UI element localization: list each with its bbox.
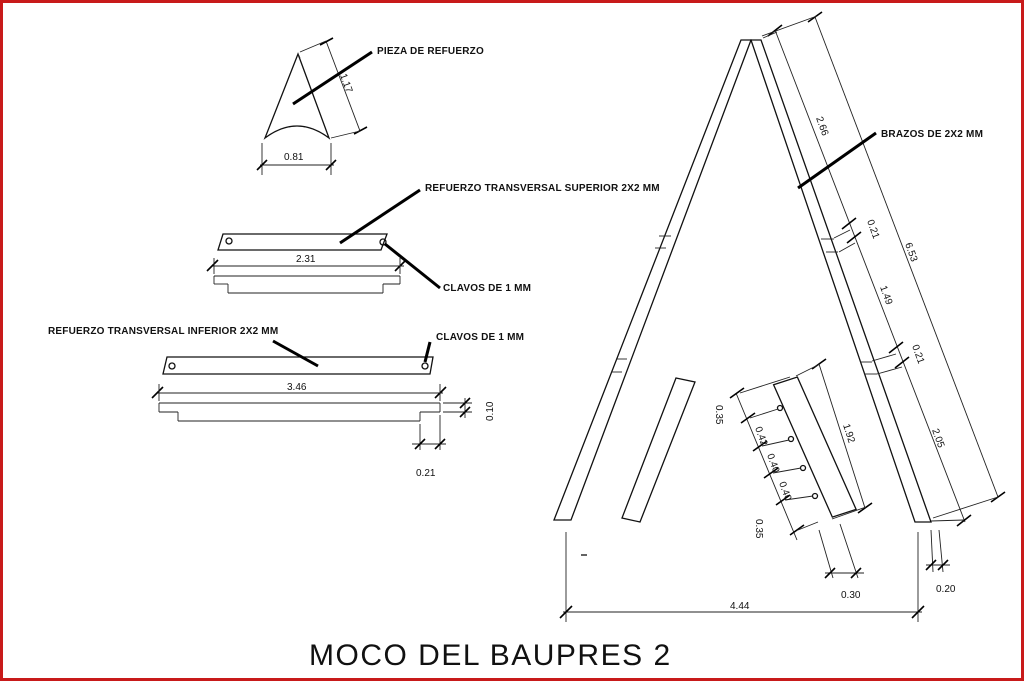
dim-superior-length: 2.31 (296, 254, 316, 265)
label-refuerzo-inferior: REFUERZO TRANSVERSAL INFERIOR 2X2 MM (48, 326, 278, 337)
dim-inferior-length: 3.46 (287, 382, 307, 393)
dim-strip-end-top: 0.35 (713, 405, 724, 425)
arm-dimension-chain: 2.66 0.21 1.49 0.21 2.05 (762, 24, 972, 527)
label-clavos-inferior: CLAVOS DE 1 MM (436, 332, 524, 343)
dim-brazo-mid: 1.49 (877, 284, 894, 306)
dim-brazo-gap-1: 0.21 (864, 218, 881, 240)
dim-strip-spacing-3: 0.40 (776, 480, 793, 502)
dim-strip-spacing-2: 0.40 (764, 452, 781, 474)
dim-strip-spacing-1: 0.42 (752, 425, 769, 447)
dim-pieza-width: 0.81 (284, 152, 304, 163)
dim-brazo-lower: 2.05 (929, 427, 946, 449)
dim-strip-length: 1.92 (840, 423, 857, 445)
arm-total-dimension: 6.53 (761, 11, 1006, 519)
dim-arm-width: 0.20 (936, 584, 956, 595)
dim-strip-width: 0.30 (841, 590, 861, 601)
label-pieza-refuerzo: PIEZA DE REFUERZO (377, 46, 484, 57)
base-dimension: 4.44 (559, 532, 925, 622)
label-brazos: BRAZOS DE 2X2 MM (881, 129, 983, 140)
upper-crossbar: 2.31 (206, 188, 441, 294)
lower-crossbar: 3.46 0.10 0.21 (151, 339, 496, 479)
label-clavos-superior: CLAVOS DE 1 MM (443, 283, 531, 294)
technical-drawing: 1.17 0.81 PIEZA DE REFUERZO 2.31 (48, 11, 1006, 672)
dim-pieza-length: 1.17 (337, 72, 354, 94)
arm-width-dimension: 0.20 (925, 529, 956, 595)
dim-strip-end-bottom: 0.35 (753, 519, 764, 539)
dim-base-width: 4.44 (730, 601, 750, 612)
a-frame-arms (553, 39, 932, 556)
reinforcement-piece: 1.17 0.81 (256, 37, 373, 175)
drawing-title: MOCO DEL BAUPRES 2 (309, 639, 672, 672)
dim-inferior-thickness: 0.10 (485, 401, 496, 421)
label-refuerzo-superior: REFUERZO TRANSVERSAL SUPERIOR 2X2 MM (425, 183, 660, 194)
brazos-leader (797, 131, 877, 190)
dim-brazo-gap-2: 0.21 (909, 343, 926, 365)
perforated-strip: 0.35 0.42 0.40 0.40 0.35 1.92 0.30 (713, 358, 873, 601)
dim-inferior-step: 0.21 (416, 468, 436, 479)
